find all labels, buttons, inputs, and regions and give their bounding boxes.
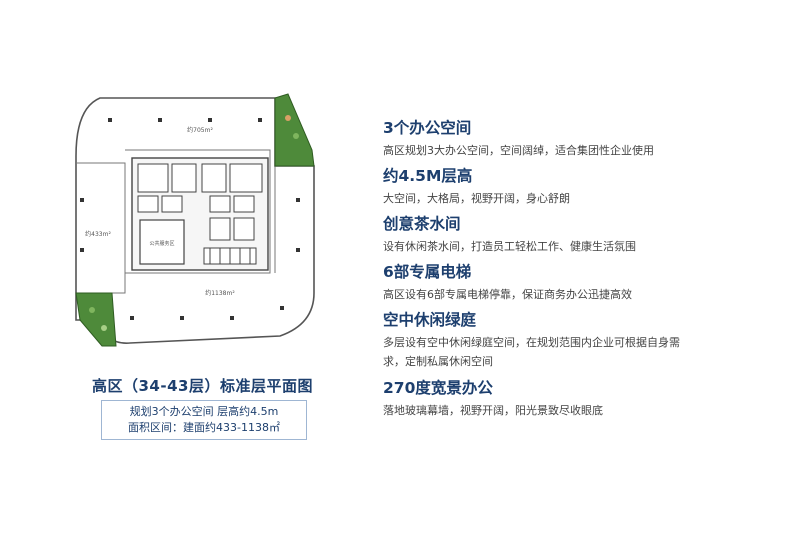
- feature-desc: 高区设有6部专属电梯停靠，保证商务办公迅捷高效: [383, 288, 632, 301]
- feature-desc: 求，定制私属休闲空间: [383, 355, 493, 368]
- feature-desc: 多层设有空中休闲绿庭空间，在规划范围内企业可根据自身需: [383, 336, 680, 349]
- core-label: 公共服务区: [149, 240, 174, 247]
- feature-title: 270度宽景办公: [383, 379, 493, 397]
- feature-item: 270度宽景办公 落地玻璃幕墙，视野开阔，阳光景致尽收眼底: [383, 378, 783, 419]
- feature-item: 空中休闲绿庭 多层设有空中休闲绿庭空间，在规划范围内企业可根据自身需 求，定制私…: [383, 310, 783, 370]
- floor-plan: 约705m² 约433m² 约1138m² 公共服务区: [75, 93, 315, 347]
- plan-title: 高区（34-43层）标准层平面图: [92, 377, 313, 395]
- core-area: [131, 157, 269, 271]
- area-label-bottom: 约1138m²: [205, 289, 235, 297]
- plan-spec-line-2: 面积区间：建面约433-1138㎡: [128, 421, 280, 434]
- plan-spec-box: 规划3个办公空间 层高约4.5m 面积区间：建面约433-1138㎡: [101, 400, 307, 440]
- feature-desc: 大空间，大格局，视野开阔，身心舒朗: [383, 192, 570, 205]
- feature-title: 3个办公空间: [383, 119, 472, 137]
- feature-item: 约4.5M层高 大空间，大格局，视野开阔，身心舒朗: [383, 166, 783, 207]
- feature-desc: 高区规划3大办公空间，空间阔绰，适合集团性企业使用: [383, 144, 654, 157]
- feature-title: 空中休闲绿庭: [383, 311, 477, 329]
- plan-spec-line-1: 规划3个办公空间 层高约4.5m: [129, 405, 279, 418]
- feature-title: 6部专属电梯: [383, 263, 472, 281]
- feature-title: 创意茶水间: [383, 215, 461, 233]
- sky-garden-bottom-left: [75, 292, 117, 347]
- area-label-top: 约705m²: [187, 126, 213, 134]
- sky-garden-top-right: [274, 93, 315, 167]
- feature-title: 约4.5M层高: [383, 167, 473, 185]
- area-label-left: 约433m²: [85, 230, 111, 238]
- feature-item: 6部专属电梯 高区设有6部专属电梯停靠，保证商务办公迅捷高效: [383, 262, 783, 303]
- feature-desc: 设有休闲茶水间，打造员工轻松工作、健康生活氛围: [383, 240, 636, 253]
- feature-desc: 落地玻璃幕墙，视野开阔，阳光景致尽收眼底: [383, 404, 603, 417]
- feature-item: 3个办公空间 高区规划3大办公空间，空间阔绰，适合集团性企业使用: [383, 118, 783, 159]
- feature-item: 创意茶水间 设有休闲茶水间，打造员工轻松工作、健康生活氛围: [383, 214, 783, 255]
